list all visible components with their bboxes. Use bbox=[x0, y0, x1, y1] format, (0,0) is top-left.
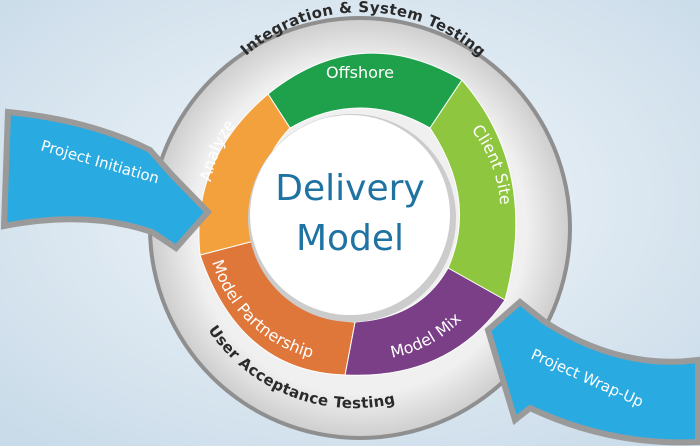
project-wrapup-arrow bbox=[484, 298, 700, 446]
project-initiation-arrow bbox=[0, 108, 213, 252]
center-title-line1: Delivery bbox=[275, 168, 424, 209]
center-title-line2: Model bbox=[296, 218, 404, 259]
center-circle bbox=[250, 115, 450, 315]
segment-ring bbox=[198, 52, 517, 376]
segment-label-offshore: Offshore bbox=[326, 63, 394, 82]
